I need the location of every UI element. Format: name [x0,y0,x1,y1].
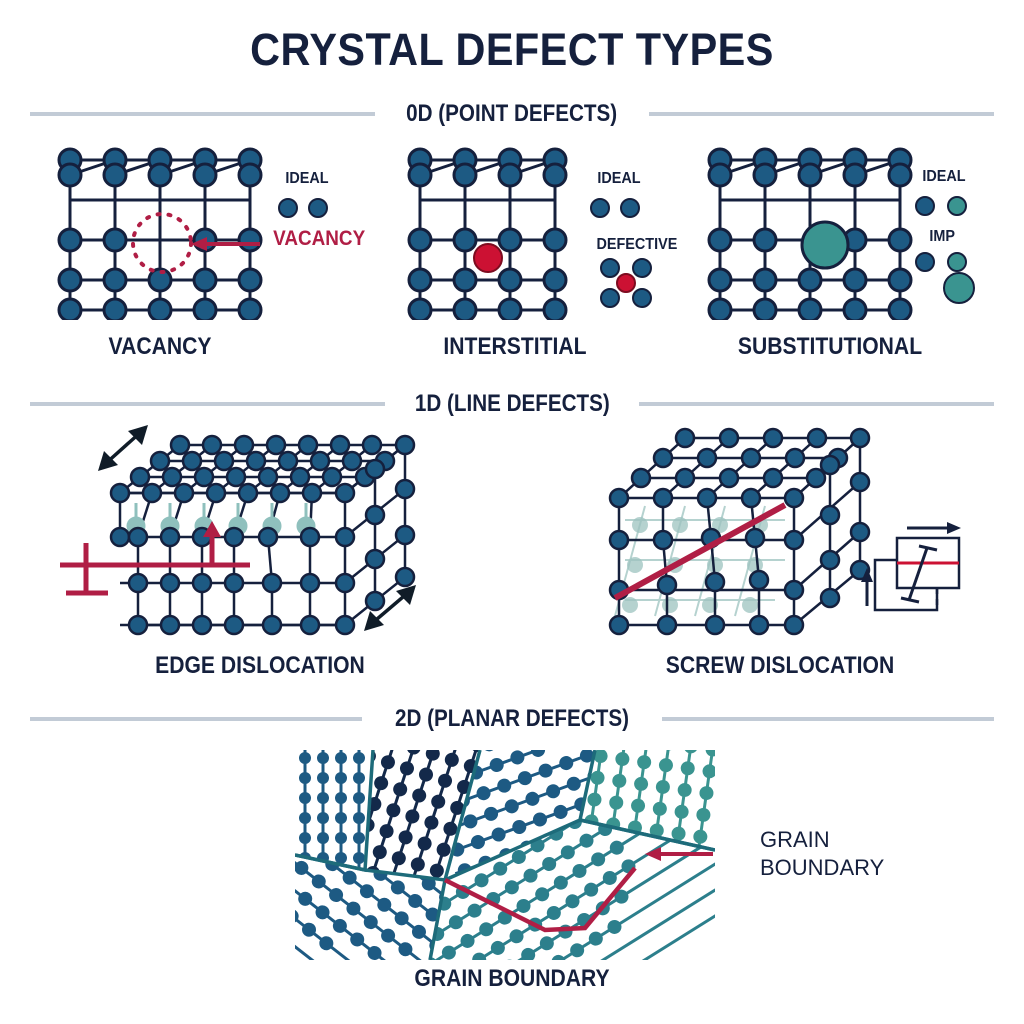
figure-screw-dislocation [585,420,985,650]
screw-lattice-atoms [608,427,871,636]
section-label-1d: 1D (LINE DEFECTS) [414,390,610,417]
edge-arrow-upper-left [98,425,148,471]
vacancy-marker-circle [131,212,193,274]
section-rule-left [30,402,385,406]
legend-swatches-substitutional-ideal [915,193,977,219]
vacancy-atoms [57,147,263,320]
figure-edge-dislocation [60,425,480,650]
legend-swatches-vacancy-ideal [278,195,338,221]
substitutional-impurity-atom [800,220,850,270]
edge-extra-half-plane [126,503,316,536]
edge-burgers-arrow [203,521,221,563]
section-rule-right [648,112,994,116]
legend-swatches-interstitial-ideal [590,195,650,221]
section-rule-right [639,402,994,406]
screw-inset-schematic [861,522,961,612]
section-label-2d: 2D (PLANAR DEFECTS) [395,705,629,732]
edge-lattice-atoms [109,434,416,636]
section-rule-right [662,717,995,721]
caption-substitutional: SUBSTITUTIONAL [737,333,923,360]
legend-label-substitutional-ideal: IDEAL [922,168,966,185]
highlighted-grain-boundary [443,866,637,933]
edge-front-face-bonds [118,491,347,627]
legend-label-interstitial-defective: DEFECTIVE [596,236,678,253]
section-header-0d: 0D (POINT DEFECTS) [30,100,994,128]
screw-inset-arrow-up [861,568,873,606]
caption-vacancy: VACANCY [108,333,212,360]
substitutional-atoms [707,147,913,320]
callout-vacancy: VACANCY [273,227,366,250]
section-rule-left [30,112,376,116]
interstitial-defect-atom [473,243,503,273]
caption-edge-dislocation: EDGE DISLOCATION [155,652,365,679]
section-header-2d: 2D (PLANAR DEFECTS) [30,705,995,733]
caption-screw-dislocation: SCREW DISLOCATION [665,652,895,679]
legend-label-interstitial-ideal: IDEAL [597,170,641,187]
figure-interstitial [400,140,700,320]
screw-inset-arrow-right [907,522,961,534]
screw-dislocation-line [613,502,787,601]
section-label-0d: 0D (POINT DEFECTS) [406,100,618,127]
caption-grain-boundary: GRAIN BOUNDARY [414,965,610,992]
figure-grain-boundary [295,750,715,960]
caption-interstitial: INTERSTITIAL [443,333,587,360]
figure-vacancy [50,140,380,320]
edge-dislocation-symbol [60,543,250,596]
grain-boundary-arrow [645,847,713,861]
figure-substitutional [700,140,1000,320]
interstitial-atoms [407,147,568,320]
page-title: CRYSTAL DEFECT TYPES [250,24,774,75]
legend-label-vacancy-ideal: IDEAL [285,170,329,187]
legend-label-substitutional-imp: IMP [929,228,956,245]
interstitial-lattice-bonds [418,158,557,312]
grain-1 [299,750,373,870]
screw-ghost-atoms [622,517,768,613]
vacancy-arrow [191,237,260,251]
section-rule-left [30,717,362,721]
annotation-line-1: GRAIN [760,827,830,852]
legend-swatches-substitutional-imp [915,250,983,306]
edge-arrow-lower-right [364,585,416,631]
section-header-1d: 1D (LINE DEFECTS) [30,390,994,418]
annotation-grain-boundary: GRAIN BOUNDARY [760,826,884,881]
grain-6 [430,820,715,960]
annotation-line-2: BOUNDARY [760,854,885,880]
legend-swatches-interstitial-defective [598,258,658,308]
